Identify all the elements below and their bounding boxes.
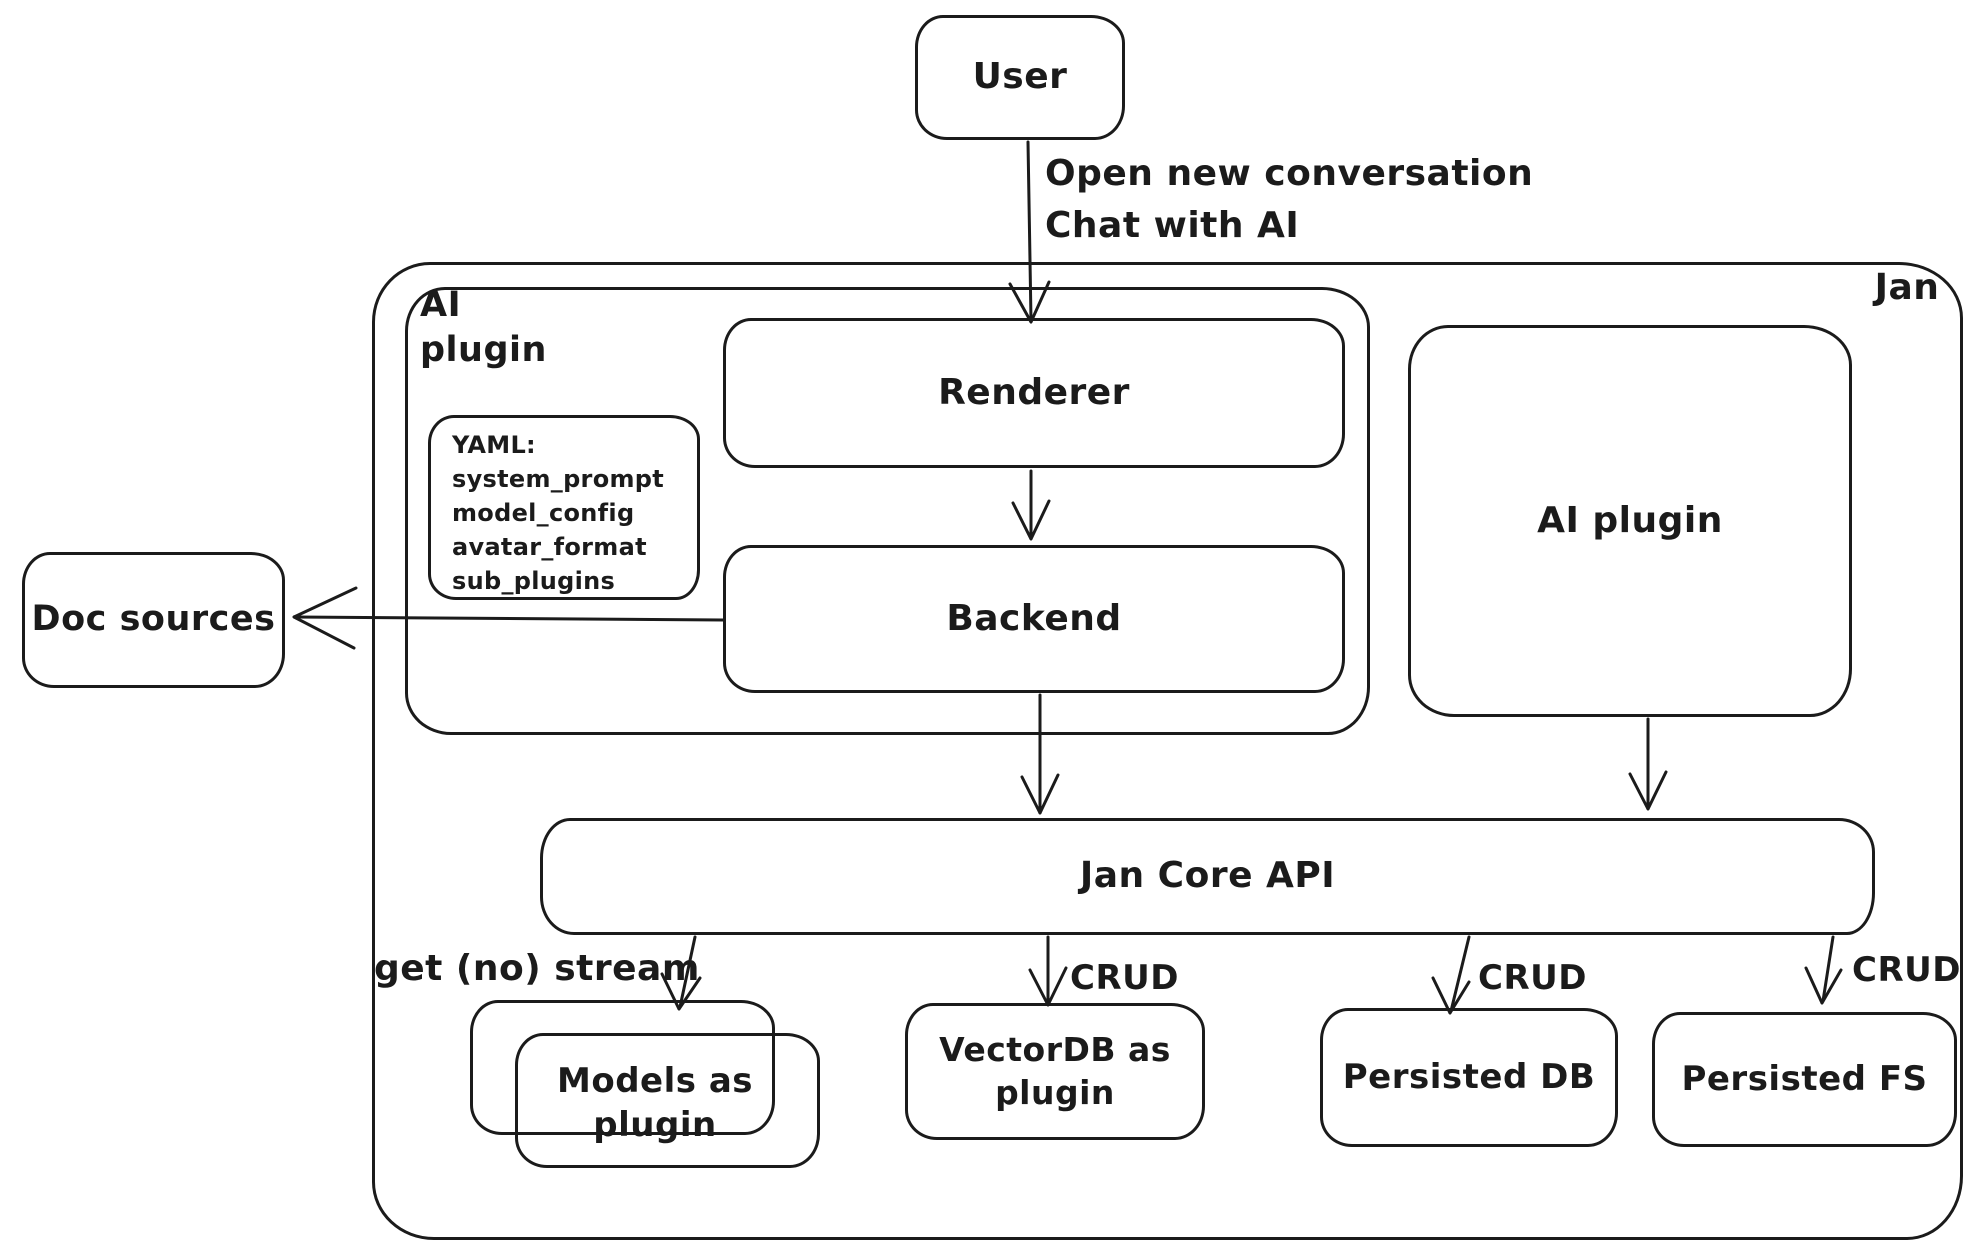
yaml-note-title: YAML: bbox=[452, 431, 536, 459]
edge-label-open-new-conversation: Open new conversation bbox=[1045, 153, 1534, 194]
yaml-note-line: sub_plugins bbox=[452, 567, 616, 595]
yaml-note bbox=[428, 415, 700, 600]
jan-container-box bbox=[372, 262, 1963, 1240]
persisted-fs-label: Persisted FS bbox=[1681, 1059, 1928, 1100]
ai-plugin-group-box bbox=[405, 287, 1370, 735]
vectordb-as-plugin-label: VectorDB as plugin bbox=[939, 1029, 1171, 1112]
backend-label: Backend bbox=[946, 597, 1122, 639]
ai-plugin-right-node bbox=[1408, 325, 1852, 717]
renderer-label: Renderer bbox=[938, 371, 1130, 413]
edge-label-crud-persisted-fs: CRUD bbox=[1852, 950, 1961, 990]
models-as-plugin-front-box bbox=[515, 1033, 820, 1168]
edge-label-user-to-renderer: Open new conversation Chat with AI bbox=[1045, 148, 1533, 252]
doc-sources-node bbox=[22, 552, 285, 688]
persisted-db-label: Persisted DB bbox=[1342, 1057, 1596, 1098]
persisted-fs-node bbox=[1652, 1012, 1957, 1147]
edge-label-crud-persisted-db: CRUD bbox=[1478, 958, 1587, 998]
jan-core-api-label: Jan Core API bbox=[1079, 855, 1336, 897]
yaml-note-line: system_prompt bbox=[452, 465, 665, 493]
jan-core-api-node bbox=[540, 818, 1875, 935]
models-as-plugin-label: Models as plugin bbox=[557, 1060, 753, 1145]
yaml-note-text: YAML: system_prompt model_config avatar_… bbox=[452, 428, 682, 598]
yaml-note-line: model_config bbox=[452, 499, 635, 527]
models-as-plugin-back-box bbox=[470, 1000, 775, 1135]
user-node bbox=[915, 15, 1125, 140]
user-label: User bbox=[972, 56, 1068, 98]
jan-container-label: Jan bbox=[1874, 266, 1940, 308]
ai-plugin-right-label: AI plugin bbox=[1537, 499, 1723, 541]
edge-label-get-no-stream: get (no) stream bbox=[374, 948, 700, 989]
backend-node bbox=[723, 545, 1345, 693]
yaml-note-line: avatar_format bbox=[452, 533, 647, 561]
doc-sources-label: Doc sources bbox=[31, 599, 276, 640]
edge-label-chat-with-ai: Chat with AI bbox=[1045, 205, 1300, 246]
edge-label-crud-vectordb: CRUD bbox=[1070, 958, 1179, 998]
ai-plugin-group-label: AI plugin bbox=[420, 284, 547, 371]
